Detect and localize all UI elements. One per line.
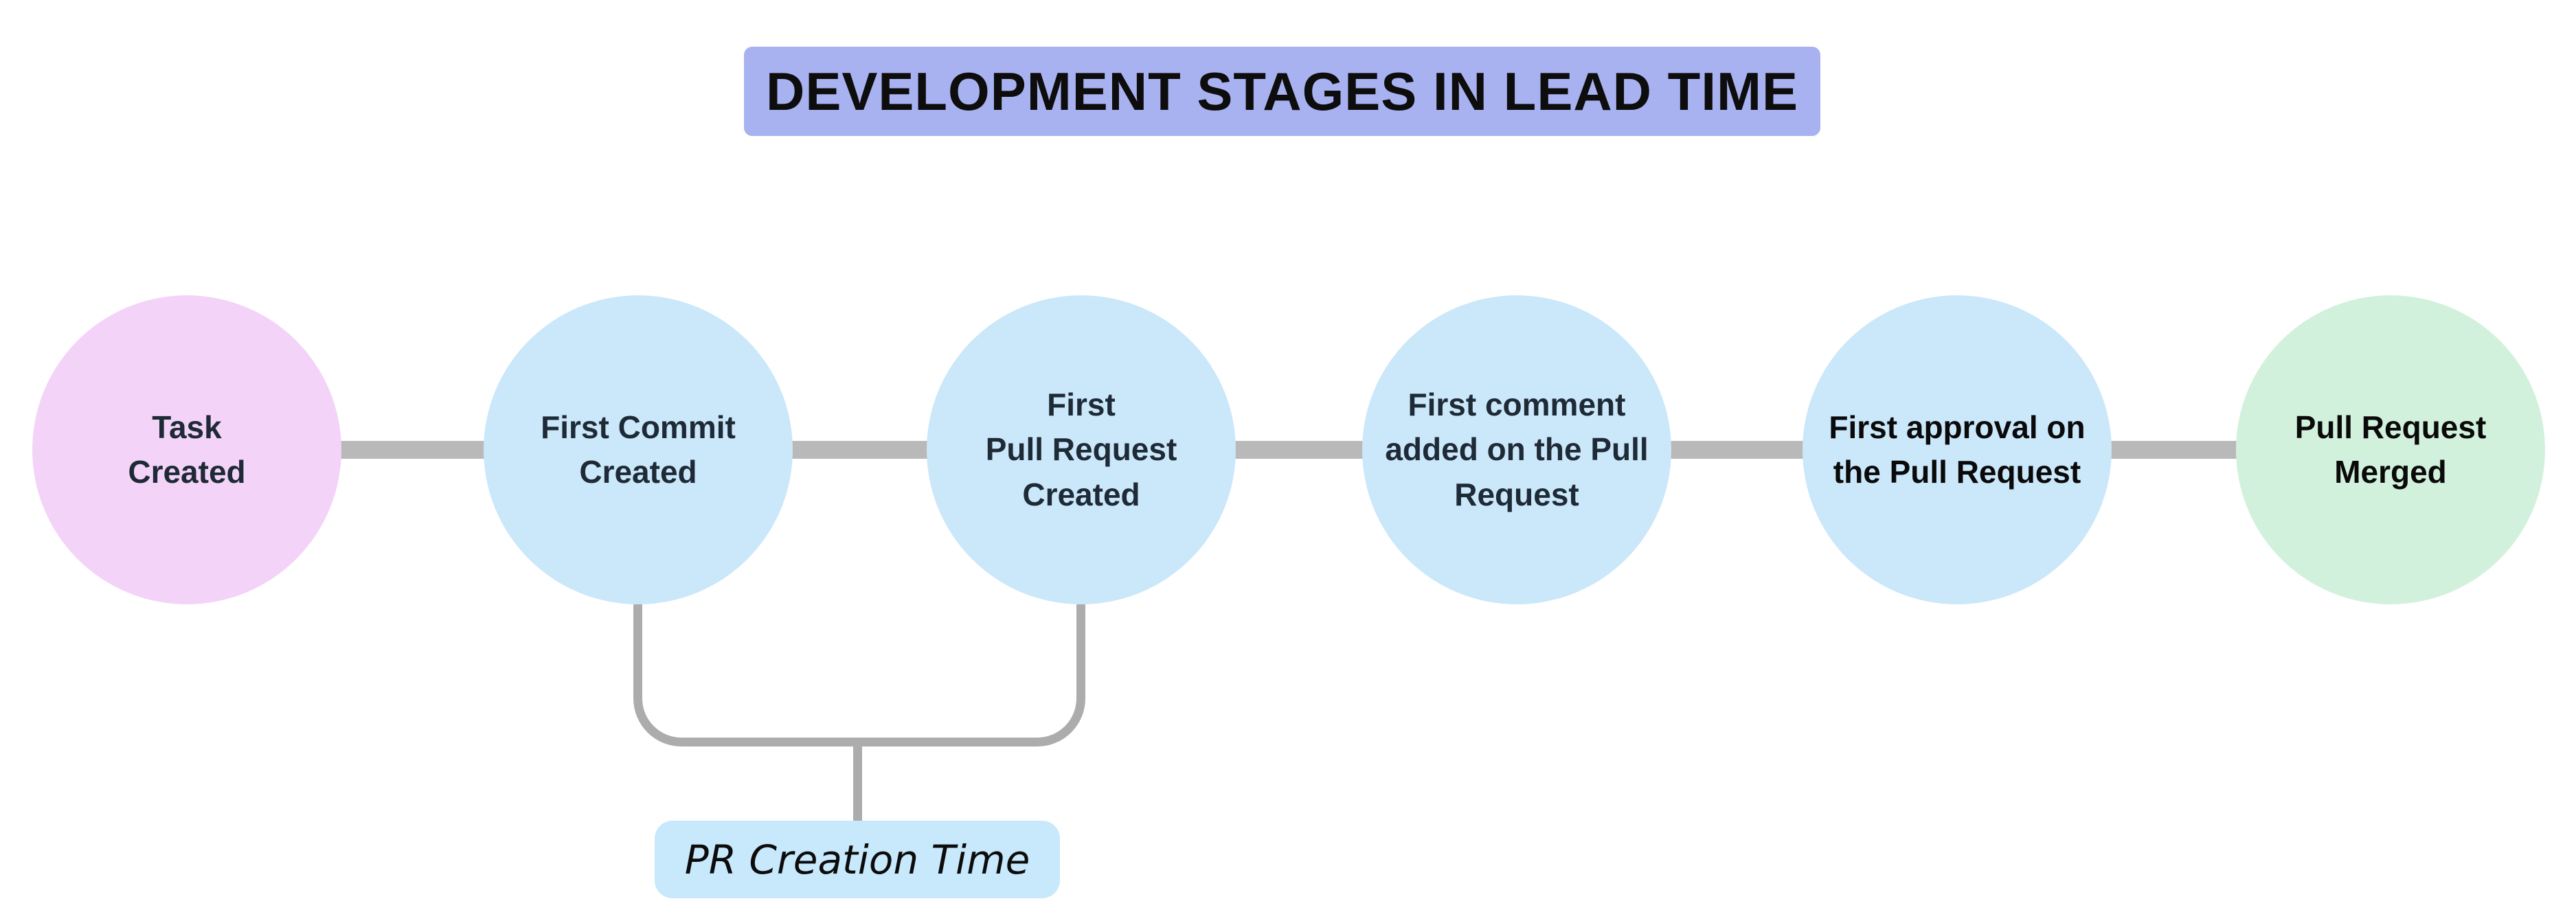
page-title: DEVELOPMENT STAGES IN LEAD TIME bbox=[766, 60, 1798, 122]
stage-circle-task-created: Task Created bbox=[32, 295, 341, 604]
stage-circle-first-pull-request-created: First Pull Request Created bbox=[927, 295, 1236, 604]
stage-circle-first-commit-created: First Commit Created bbox=[484, 295, 793, 604]
stage-circle-first-approval: First approval on the Pull Request bbox=[1803, 295, 2112, 604]
stage-circle-pull-request-merged: Pull Request Merged bbox=[2236, 295, 2545, 604]
pr-creation-bracket-stem bbox=[853, 747, 862, 821]
stage-circle-first-comment-added: First comment added on the Pull Request bbox=[1362, 295, 1671, 604]
stage-circle-label: First comment added on the Pull Request bbox=[1385, 387, 1649, 512]
stage-circle-label: Task Created bbox=[128, 409, 246, 490]
pr-creation-bracket bbox=[633, 604, 1085, 747]
title-banner: DEVELOPMENT STAGES IN LEAD TIME bbox=[744, 47, 1820, 136]
stage-circle-label: First Pull Request Created bbox=[985, 387, 1177, 512]
stage-circle-label: First approval on the Pull Request bbox=[1829, 409, 2086, 490]
pr-creation-time-label: PR Creation Time bbox=[684, 836, 1030, 883]
stage-circle-label: First Commit Created bbox=[541, 409, 736, 490]
stage-circle-label: Pull Request Merged bbox=[2294, 409, 2487, 490]
pr-creation-time-badge: PR Creation Time bbox=[655, 821, 1060, 898]
